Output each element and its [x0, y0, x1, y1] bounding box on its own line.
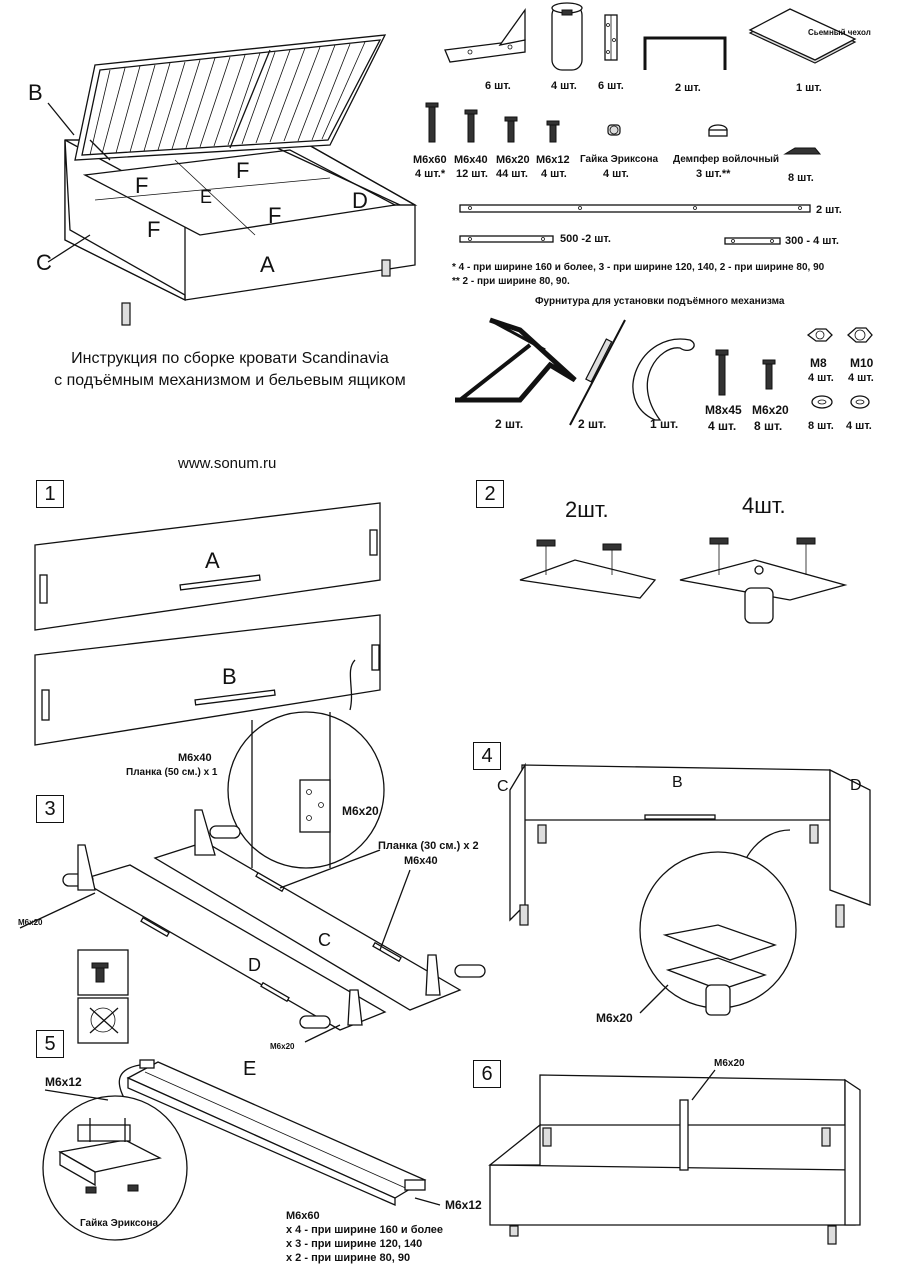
step2-count-left: 2шт.	[565, 497, 609, 522]
website: www.sonum.ru	[178, 455, 277, 472]
footnote-1: * 4 - при ширине 160 и более, 3 - при ши…	[452, 262, 825, 273]
washer-1-qty: 8 шт.	[808, 420, 834, 432]
screw-m6x40-name: М6х40	[454, 154, 488, 166]
label-d: D	[352, 188, 368, 213]
mech-m8x45-qty: 4 шт.	[708, 419, 737, 433]
step5-screw-top: М6х12	[45, 1075, 82, 1089]
screw-m6x40-qty: 12 шт.	[456, 168, 488, 180]
part-leg-qty: 4 шт.	[551, 80, 577, 92]
erikson-nut-qty: 4 шт.	[603, 168, 629, 180]
step3-screw: М6х40	[404, 855, 438, 867]
footnote-2: ** 2 - при ширине 80, 90.	[452, 276, 570, 287]
step3-number: 3	[36, 795, 64, 823]
instruction-title-line2: с подъёмным механизмом и бельевым ящиком	[54, 372, 406, 389]
step5-screw-right: М6х12	[445, 1198, 482, 1212]
label-c: C	[36, 250, 52, 275]
mech-m6x20-name: М6х20	[752, 403, 789, 417]
step2-number: 2	[476, 480, 504, 508]
part-corner-bracket-qty: 6 шт.	[485, 80, 511, 92]
washer-2-qty: 4 шт.	[846, 420, 872, 432]
label-f2: F	[236, 158, 250, 183]
rail-long-qty: 2 шт.	[816, 204, 842, 216]
mech-spring-qty: 2 шт.	[578, 417, 607, 431]
damper-name: Демпфер войлочный	[673, 154, 780, 165]
nut-m10-qty: 4 шт.	[848, 372, 874, 384]
instruction-title: Инструкция по сборке кровати Scandinavia…	[35, 348, 425, 392]
step1-panel-a: A	[205, 548, 220, 573]
step4-screw: М6х20	[596, 1011, 633, 1025]
screw-m6x12-qty: 4 шт.	[541, 168, 567, 180]
step4-d: D	[850, 777, 862, 794]
step5-m6x60: М6х60	[286, 1210, 320, 1222]
step4-c: C	[497, 778, 509, 795]
instruction-title-line1: Инструкция по сборке кровати Scandinavia	[71, 350, 389, 367]
screw-m6x20-qty: 44 шт.	[496, 168, 528, 180]
rail-300-qty: 300 - 4 шт.	[785, 235, 839, 247]
part-u-bracket-qty: 2 шт.	[675, 82, 701, 94]
step1-panel-b: B	[222, 664, 237, 689]
screw-m6x20-name: М6х20	[496, 154, 530, 166]
mech-lift-qty: 2 шт.	[495, 417, 524, 431]
step5-q2: х 3 - при ширине 120, 140	[286, 1238, 423, 1250]
erikson-nut-name: Гайка Эриксона	[580, 154, 659, 165]
part-cover-qty: 1 шт.	[796, 82, 822, 94]
step5-e: E	[243, 1058, 257, 1080]
step3-panel-d: D	[248, 955, 261, 975]
mech-strap-qty: 1 шт.	[650, 417, 679, 431]
step5-number: 5	[36, 1030, 64, 1058]
step5-nut: Гайка Эриксона	[80, 1218, 159, 1229]
label-f1: F	[135, 173, 149, 198]
screw-m6x60-name: М6х60	[413, 154, 447, 166]
step4-number: 4	[473, 742, 501, 770]
step6-number: 6	[473, 1060, 501, 1088]
label-a: A	[260, 252, 275, 277]
cover-caption: Сьемный чехол	[808, 28, 871, 37]
step6-screw: М6х20	[714, 1058, 745, 1069]
rail-500-qty: 500 -2 шт.	[560, 233, 611, 245]
label-f4: F	[268, 203, 282, 228]
nut-m10-name: М10	[850, 356, 874, 370]
nut-m8-qty: 4 шт.	[808, 372, 834, 384]
part-hinge-qty: 6 шт.	[598, 80, 624, 92]
label-f3: F	[147, 217, 161, 242]
step4-b: B	[672, 774, 683, 791]
screw-m6x60-qty: 4 шт.*	[415, 168, 446, 180]
step3-plank: Планка (30 см.) х 2	[378, 840, 479, 852]
step1-plank: Планка (50 см.) х 1	[126, 767, 218, 778]
mech-m6x20-qty: 8 шт.	[754, 419, 783, 433]
step1-number: 1	[36, 480, 64, 508]
mechanism-title: Фурнитура для установки подъёмного механ…	[535, 296, 785, 307]
step1-screw: М6х40	[178, 752, 212, 764]
nut-m8-name: М8	[810, 356, 827, 370]
step1-zoom-screw: М6х20	[342, 804, 379, 818]
step5-q3: х 2 - при ширине 80, 90	[286, 1252, 411, 1264]
screw-m6x12-name: М6х12	[536, 154, 570, 166]
step3-screw-bottom: М6х20	[270, 1042, 295, 1051]
step3-screw-left: М6х20	[18, 918, 43, 927]
label-e: E	[200, 187, 213, 207]
mech-m8x45-name: М8х45	[705, 403, 742, 417]
step2-count-right: 4шт.	[742, 493, 786, 518]
step5-q1: х 4 - при ширине 160 и более	[286, 1224, 444, 1236]
damper-qty: 3 шт.**	[696, 168, 731, 180]
pad-qty: 8 шт.	[788, 172, 814, 184]
step3-panel-c: C	[318, 930, 331, 950]
label-b: B	[28, 80, 43, 105]
